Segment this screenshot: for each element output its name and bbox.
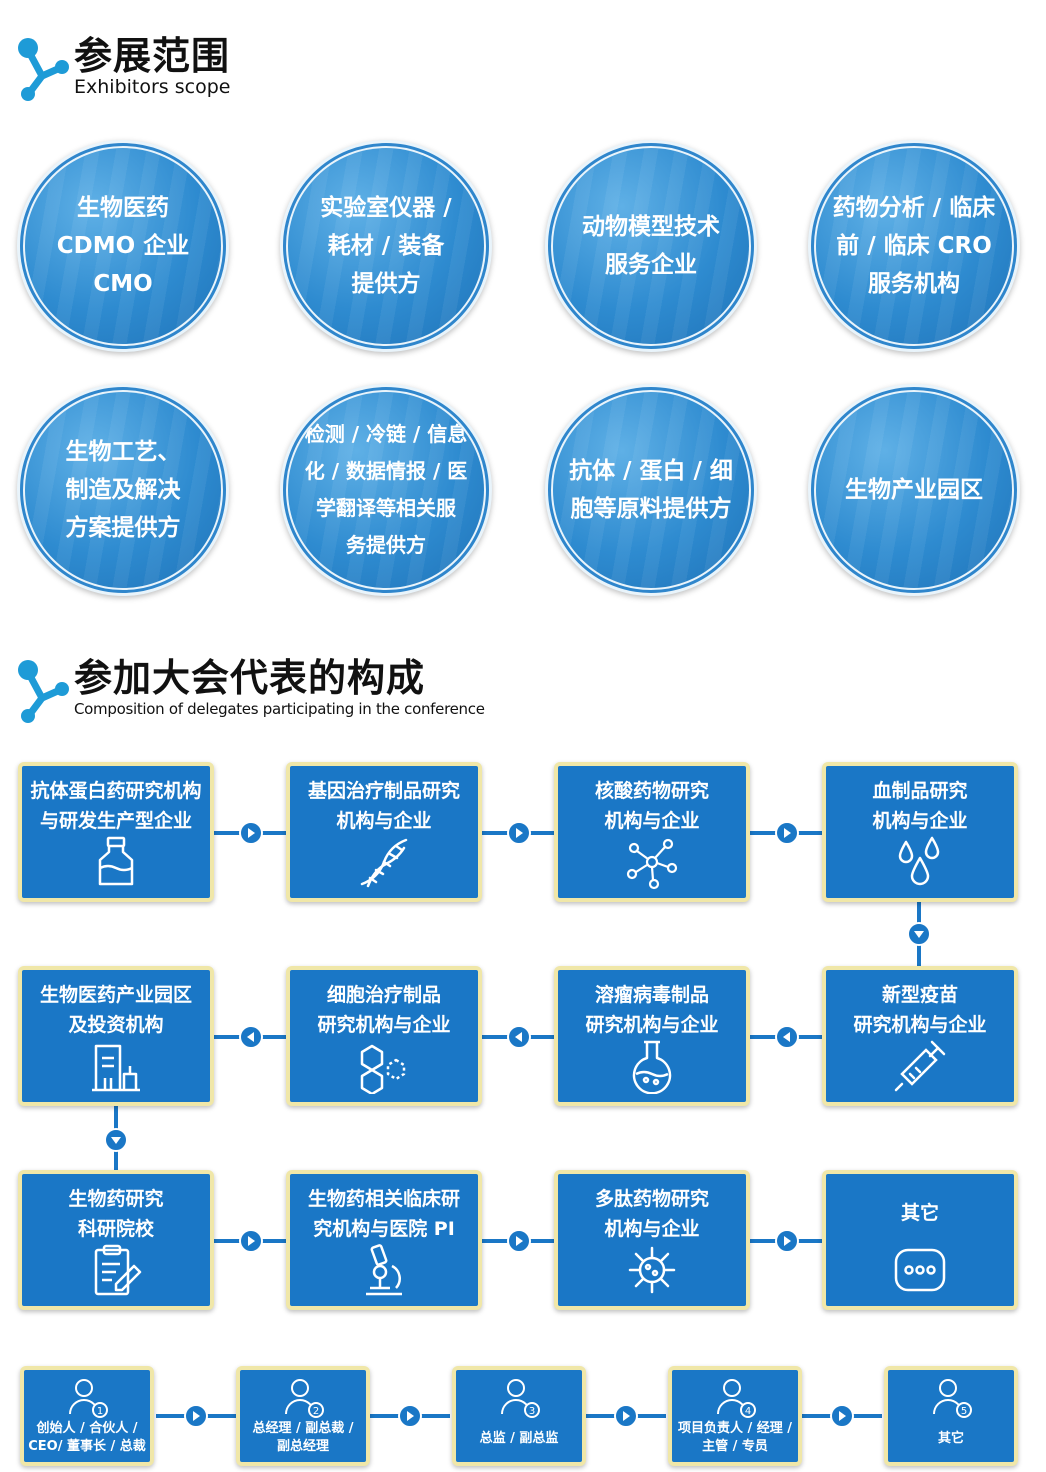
role-box: 3 总监 / 副总监 [452,1366,586,1466]
role-number: 5 [961,1406,967,1417]
role-number: 4 [745,1406,751,1417]
delegate-box: 血制品研究 机构与企业 [822,762,1018,902]
microscope-icon [356,1242,412,1298]
molecule-logo-icon [18,660,69,723]
delegate-label: 生物药研究 科研院校 [68,1188,164,1240]
role-label: 总经理 / 副总裁 / 副总经理 [252,1421,354,1454]
virus-icon [624,1242,680,1298]
ellipsis-icon [892,1242,948,1298]
role-label: 创始人 / 合伙人 / CEO/ 董事长 / 总裁 [28,1421,146,1454]
role-label: 项目负责人 / 经理 / 主管 / 专员 [677,1421,793,1454]
delegate-label: 溶瘤病毒制品 研究机构与企业 [585,984,719,1036]
section-title: 参加大会代表的构成 [74,656,426,700]
person-number-icon: 2 [280,1374,326,1420]
delegate-box: 核酸药物研究 机构与企业 [554,762,750,902]
delegate-box: 抗体蛋白药研究机构 与研发生产型企业 [18,762,214,902]
arrow-left-icon [239,1025,263,1049]
building-icon [88,1038,144,1094]
delegate-box: 基因治疗制品研究 机构与企业 [286,762,482,902]
arrow-right-icon [239,1229,263,1253]
arrow-right-icon [184,1404,208,1428]
exhibitors-section-header: 参展范围 Exhibitors scope [16,34,230,102]
person-number-icon: 5 [928,1374,974,1420]
delegate-label: 血制品研究 机构与企业 [872,780,968,832]
exhibitor-circle: 生物工艺、 制造及解决 方案提供方 [17,384,229,596]
arrow-right-icon [614,1404,638,1428]
delegate-box: 生物医药产业园区 及投资机构 [18,966,214,1106]
arrow-right-icon [830,1404,854,1428]
delegate-label: 其它 [900,1202,939,1224]
arrow-right-icon [239,821,263,845]
bottle-icon [88,834,144,890]
delegate-box: 溶瘤病毒制品 研究机构与企业 [554,966,750,1106]
person-number-icon: 3 [496,1374,542,1420]
flask-icon [624,1038,680,1095]
delegate-box: 生物药相关临床研 究机构与医院 PI [286,1170,482,1310]
dna-icon [356,834,412,890]
arrow-left-icon [507,1025,531,1049]
role-number: 3 [529,1406,535,1417]
person-number-icon: 1 [64,1374,110,1420]
delegate-label: 抗体蛋白药研究机构 与研发生产型企业 [30,780,202,832]
person-number-icon: 4 [712,1374,758,1420]
section-subtitle: Composition of delegates participating i… [74,700,485,718]
role-box: 5 其它 [884,1366,1018,1466]
delegate-box: 多肽药物研究 机构与企业 [554,1170,750,1310]
arrow-down-icon [907,922,931,946]
arrow-down-icon [104,1128,128,1152]
syringe-icon [892,1038,948,1094]
delegate-box: 生物药研究 科研院校 [18,1170,214,1310]
exhibitor-circle: 实验室仪器 / 耗材 / 装备 提供方 [280,140,492,352]
molecule-logo-icon [18,38,69,101]
role-label: 其它 [937,1431,964,1446]
delegate-label: 生物药相关临床研 究机构与医院 PI [307,1188,460,1240]
section-subtitle: Exhibitors scope [74,76,231,98]
exhibitor-circle: 检测 / 冷链 / 信息 化 / 数据情报 / 医 学翻译等相关服 务提供方 [280,384,492,596]
delegate-label: 新型疫苗 研究机构与企业 [853,984,987,1036]
role-box: 1 创始人 / 合伙人 / CEO/ 董事长 / 总裁 [20,1366,154,1466]
role-box: 4 项目负责人 / 经理 / 主管 / 专员 [668,1366,802,1466]
exhibitor-circle: 生物医药 CDMO 企业 CMO [17,140,229,352]
delegate-label: 核酸药物研究 机构与企业 [594,780,709,832]
molecule-icon [624,834,680,890]
arrow-left-icon [775,1025,799,1049]
arrow-right-icon [775,821,799,845]
delegates-section-header: 参加大会代表的构成 Composition of delegates parti… [16,656,485,724]
delegate-label: 生物医药产业园区 及投资机构 [39,984,192,1036]
exhibitor-circle: 生物产业园区 [808,384,1020,596]
delegate-box: 细胞治疗制品 研究机构与企业 [286,966,482,1106]
hexagon-icon [356,1038,412,1096]
role-number: 1 [97,1406,103,1417]
arrow-right-icon [775,1229,799,1253]
arrow-right-icon [507,1229,531,1253]
delegate-label: 多肽药物研究 机构与企业 [594,1188,709,1240]
delegate-label: 基因治疗制品研究 机构与企业 [307,780,460,832]
arrow-right-icon [507,821,531,845]
blood-drops-icon [892,834,948,890]
exhibitor-circle: 抗体 / 蛋白 / 细 胞等原料提供方 [545,384,757,596]
role-box: 2 总经理 / 副总裁 / 副总经理 [236,1366,370,1466]
section-title: 参展范围 [74,34,231,78]
role-label: 总监 / 副总监 [479,1431,559,1446]
delegate-box: 其它 [822,1170,1018,1310]
arrow-right-icon [398,1404,422,1428]
delegate-box: 新型疫苗 研究机构与企业 [822,966,1018,1106]
clipboard-icon [88,1242,144,1298]
exhibitor-circle: 动物模型技术 服务企业 [545,140,757,352]
delegate-label: 细胞治疗制品 研究机构与企业 [317,984,451,1036]
role-number: 2 [313,1406,319,1417]
exhibitor-circle: 药物分析 / 临床 前 / 临床 CRO 服务机构 [808,140,1020,352]
